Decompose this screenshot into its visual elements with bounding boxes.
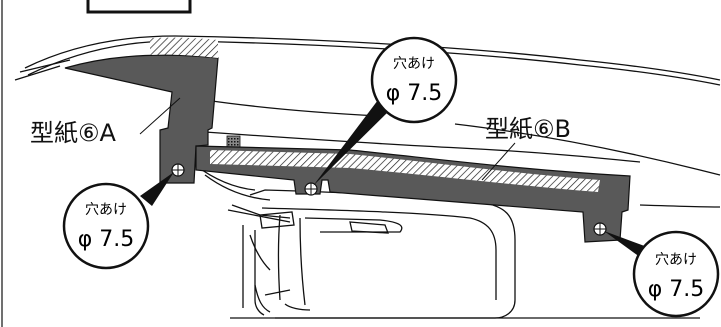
callout-value: φ 7.5	[386, 81, 443, 106]
callout-title: 穴あけ	[655, 252, 697, 268]
pattern-a-hatch-band	[150, 37, 218, 58]
vehicle-roof-drawing	[14, 35, 721, 319]
frame-top-tab	[86, 0, 192, 14]
pattern-a-label: 型紙⑥A	[30, 119, 117, 147]
pointer-pattern-b	[481, 142, 516, 181]
leader-top	[313, 100, 392, 186]
callout-hole-top: 穴あけ φ 7.5	[370, 36, 458, 124]
callout-title: 穴あけ	[85, 202, 127, 218]
pattern-b-shape	[195, 145, 631, 243]
pointer-pattern-a	[139, 97, 181, 135]
hole-marker-left	[171, 163, 185, 177]
callout-hole-left: 穴あけ φ 7.5	[62, 182, 150, 270]
callout-value: φ 7.5	[648, 277, 705, 302]
callout-value: φ 7.5	[78, 227, 135, 252]
hole-marker-right	[593, 222, 607, 236]
pattern-b-label: 型紙⑥B	[485, 115, 571, 143]
callout-hole-right: 穴あけ φ 7.5	[632, 230, 720, 318]
pattern-b-hatch-band	[210, 150, 600, 192]
hole-marker-top	[304, 182, 318, 196]
callout-title: 穴あけ	[393, 56, 435, 72]
leader-left	[140, 172, 174, 206]
